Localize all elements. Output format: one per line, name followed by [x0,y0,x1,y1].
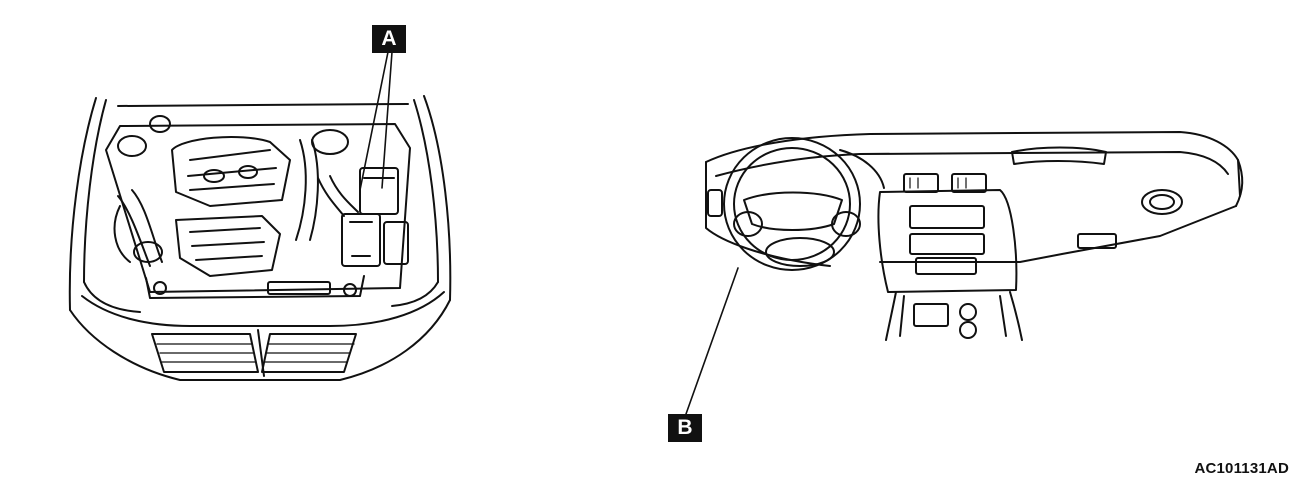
grille-divider [257,329,265,377]
console-knob-top [959,303,977,321]
figure-code: AC101131AD [1194,460,1289,477]
engine-cover-ridge [187,149,277,191]
washer-reservoir [149,115,171,133]
coolant-reservoir [133,241,163,263]
right-side-vent-inner [1149,194,1175,210]
front-bumper [69,299,451,381]
console-inner-right [999,295,1007,337]
radiator-support [145,275,365,299]
engine-cover [171,135,291,207]
left-spoke-pad [733,211,763,237]
center-vent-slats [909,177,967,189]
leader-a-1 [359,51,389,191]
intake-manifold [175,215,281,277]
climate-panel [909,233,985,255]
leader-a-2 [381,51,393,189]
dash-top-outline [705,131,1241,197]
coolant-hose-2 [131,189,163,263]
horn-pad [765,237,835,267]
grille-slats [156,343,355,363]
air-intake-duct [295,139,307,241]
air-cleaner-box [383,221,409,265]
console-tray [913,303,949,327]
center-vent-left [903,173,939,193]
lower-panel [915,257,977,275]
console-right [1009,291,1023,341]
dash-face [705,161,831,267]
right-side-vent [1141,189,1183,215]
right-grille [261,333,357,373]
center-stack [877,189,1018,293]
coolant-hose [117,195,151,267]
console-knob-bottom [959,321,977,339]
leader-b [685,267,739,415]
hood-top-edge [117,103,409,107]
air-intake-duct-2 [309,139,319,241]
battery [341,213,381,267]
right-mount [343,283,357,297]
bumper-top-line [81,291,445,327]
dash-lower-edge [879,205,1237,263]
left-mount [153,281,167,295]
left-grille [151,333,259,373]
callout-label-b: B [668,414,702,442]
right-spoke-pad [831,211,861,237]
steering-hub [743,191,843,231]
hood-outline [68,95,452,311]
audio-unit [909,205,985,229]
left-side-vent [707,189,723,217]
engine-bay-illustration [68,51,452,381]
steering-wheel-rim [723,137,861,271]
bay-perimeter [105,123,411,293]
harness-bundle [317,177,345,217]
dash-top-inner [715,151,1229,177]
glovebox-latch [1077,233,1117,249]
right-fender [391,281,439,307]
harness-bundle-2 [329,175,359,213]
intake-boss [238,165,258,179]
oil-cap [203,169,225,183]
dash-right-end [1235,159,1244,207]
left-fender [83,281,141,313]
brake-reservoir [117,135,147,157]
wiring-loop [113,205,131,263]
steering-wheel-rim-inner [733,147,851,261]
callout-label-a: A [372,25,406,53]
defroster-vent [1011,146,1107,165]
battery-terminals [349,221,373,257]
relay-box [359,167,399,215]
console-left [885,291,897,341]
instrument-hood [839,149,885,189]
dashboard-illustration [685,131,1244,415]
hood-inner-edge [83,99,439,283]
manifold-runners [189,227,265,261]
console-inner-left [899,295,905,337]
radiator-cap [267,281,331,295]
center-vent-right [951,173,987,193]
right-strut-tower [311,129,349,155]
